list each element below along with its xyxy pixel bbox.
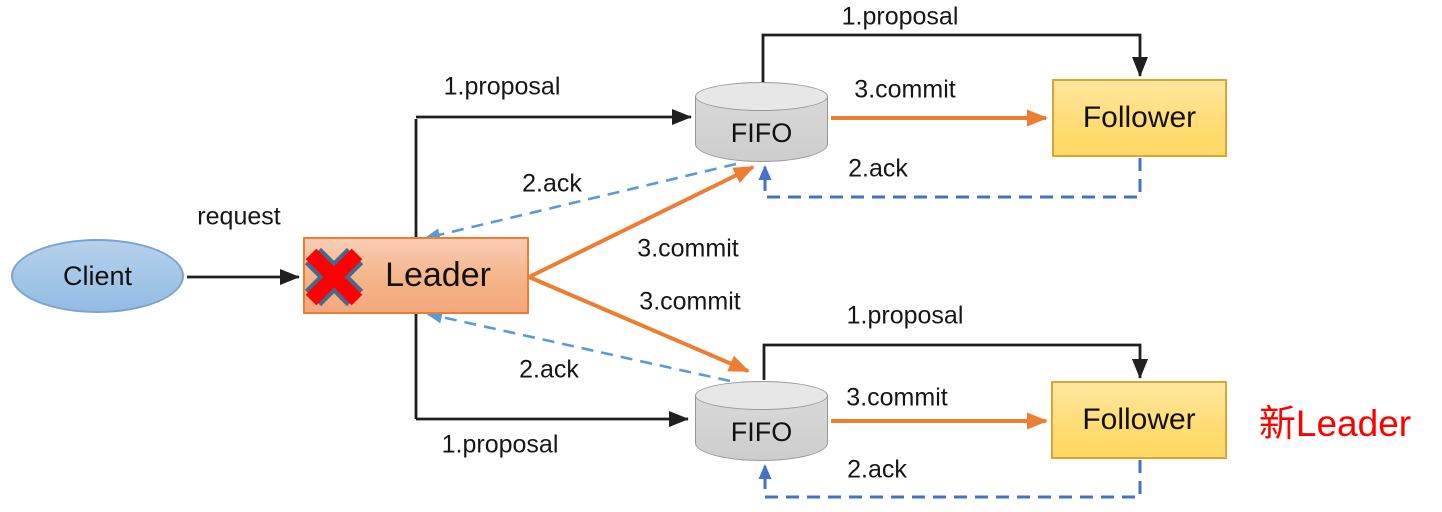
ack-bottom-return-label: 2.ack: [847, 455, 907, 484]
fifo-top-label: FIFO: [730, 117, 793, 148]
proposal-bottom-right-arrow: [762, 343, 1148, 380]
proposal-bottom-left-label: 1.proposal: [441, 430, 559, 459]
ack-bottom-diagonal-label: 2.ack: [519, 355, 579, 384]
fifo-bottom-cylinder-lid: [695, 381, 828, 410]
request-label: request: [197, 202, 281, 231]
commit-bottom-right-label: 3.commit: [846, 383, 948, 412]
follower-top-label: Follower: [1082, 101, 1197, 134]
fifo-bottom-label: FIFO: [730, 416, 793, 447]
leader-label: Leader: [385, 256, 491, 294]
ack-top-diagonal-label: 2.ack: [522, 169, 582, 198]
ack-top-return-label: 2.ack: [848, 154, 908, 183]
proposal-top-left-label: 1.proposal: [443, 72, 561, 101]
ack-top-diagonal-arrow: [424, 162, 737, 242]
client-label: Client: [62, 260, 133, 291]
follower-top-node: Follower: [1052, 79, 1227, 157]
fifo-queue-bottom: FIFO: [695, 381, 828, 461]
new-leader-note: 新Leader: [1258, 403, 1412, 444]
fifo-queue-top: FIFO: [695, 82, 828, 162]
commit-bottom-diagonal-label: 3.commit: [639, 287, 741, 316]
fifo-top-cylinder-lid: [695, 82, 828, 111]
ack-bottom-diagonal-arrow: [426, 310, 731, 383]
leader-failed-x-icon: [300, 243, 368, 311]
proposal-top-right-arrow: [761, 33, 1148, 84]
follower-bottom-node: Follower: [1051, 381, 1227, 459]
ack-bottom-return-arrow: [758, 460, 1142, 499]
follower-bottom-label: Follower: [1082, 403, 1196, 436]
proposal-top-right-label: 1.proposal: [841, 2, 959, 31]
commit-bottom-diagonal-arrow: [528, 275, 750, 373]
commit-top-right-label: 3.commit: [854, 75, 956, 104]
client-node: Client: [11, 239, 184, 313]
commit-top-diagonal-label: 3.commit: [637, 234, 739, 263]
ack-top-return-arrow: [758, 158, 1142, 199]
proposal-bottom-right-label: 1.proposal: [846, 301, 964, 330]
commit-top-diagonal-arrow: [528, 165, 755, 279]
